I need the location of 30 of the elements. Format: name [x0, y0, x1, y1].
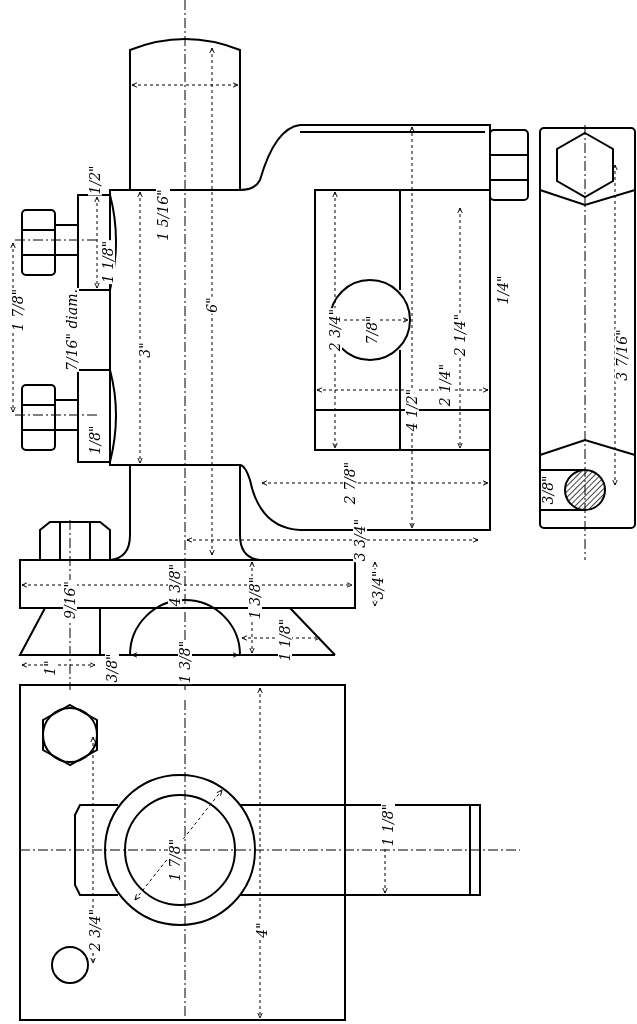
dimension-label: 2 1/4": [438, 362, 452, 408]
dimension-label: 3/8": [105, 652, 119, 684]
dimension-label: 1 7/8": [168, 837, 182, 883]
dimension-label: 1 1/8": [278, 617, 292, 663]
dimension-label: 7/16" diam.: [65, 288, 79, 372]
dimension-label: 4 3/8": [168, 562, 182, 608]
dimension-label: 3": [138, 341, 152, 359]
dimension-label: 3 7/16": [615, 328, 629, 382]
dimension-label: 3/8": [541, 474, 555, 506]
dimension-label: 4 1/2": [405, 387, 419, 433]
dimension-label: 4": [255, 921, 269, 939]
dimension-label: 1/2": [88, 164, 102, 196]
dimension-label: 1 1/8": [101, 239, 115, 285]
dimension-label: 1/8": [88, 424, 102, 456]
dimension-label: 6": [205, 296, 219, 314]
dimension-label: 3 3/4": [353, 517, 367, 563]
dimension-label: 7/8": [365, 314, 379, 346]
dimension-label: 1 7/8": [11, 287, 25, 333]
dimension-label: 2 7/8": [343, 460, 357, 506]
dimension-label: 1/4": [496, 274, 510, 306]
dimension-label: 2 1/4": [453, 312, 467, 358]
dimension-label: 1": [43, 659, 57, 677]
dimension-label: 9/16": [63, 580, 77, 620]
dimension-label: 1 3/8": [178, 639, 192, 685]
dimension-label: 3/4": [371, 569, 385, 601]
dimension-label: 1 5/16": [156, 188, 170, 242]
dimension-label: 1 3/8": [248, 575, 262, 621]
dimension-label: 2 3/4": [328, 307, 342, 353]
dimension-label: 1 1/8": [381, 802, 395, 848]
dimension-label: 2 3/4": [88, 907, 102, 953]
